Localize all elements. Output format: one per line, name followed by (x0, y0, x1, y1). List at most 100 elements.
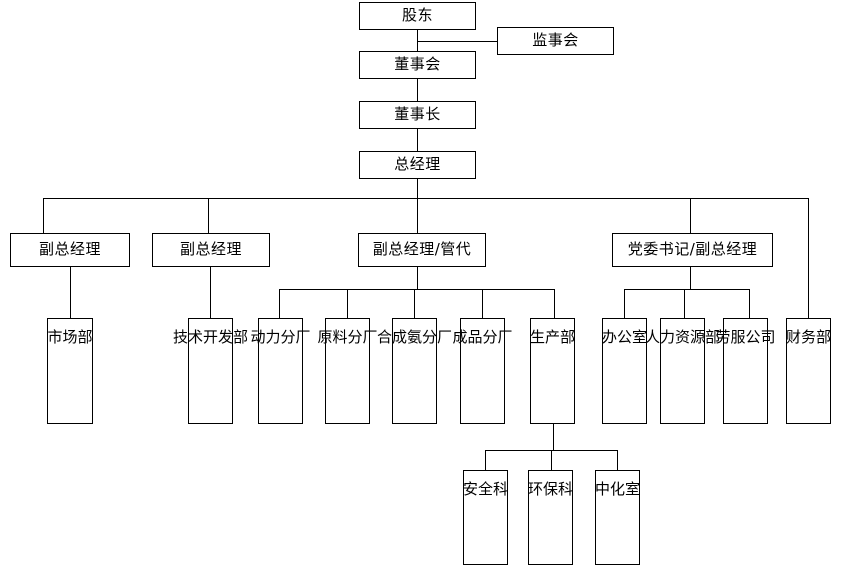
node-synthetic-ammonia-branch-plant[interactable]: 合成氨分厂 (377, 318, 452, 424)
node-label-char: 动 (250, 328, 266, 346)
node-deputy-gm-2[interactable]: 副总经理 (152, 233, 270, 267)
node-production-dept[interactable]: 生产部 (530, 318, 575, 424)
connector-bus-to-power (279, 289, 280, 318)
node-label: 党委书记/副总经理 (627, 240, 758, 259)
connector-deputy1-down (70, 267, 71, 318)
connector-bus-to-labor (749, 289, 750, 318)
node-label-char: 室 (625, 480, 641, 498)
node-label-char: 科 (558, 480, 574, 498)
connector-bus-to-party-secretary (690, 198, 691, 233)
node-tech-development-dept[interactable]: 技术开发部 (173, 318, 248, 424)
node-label-char: 科 (493, 480, 509, 498)
connector-production-down (553, 424, 554, 450)
node-label-char: 服 (730, 328, 746, 346)
connector-bus-to-lab (617, 450, 618, 471)
node-label-char: 化 (610, 480, 626, 498)
node-label-char: 料 (332, 328, 348, 346)
node-label-char: 室 (632, 328, 648, 346)
node-label-char: 发 (218, 328, 234, 346)
connector-shareholders-to-supervisory (417, 41, 497, 42)
node-label-char: 务 (801, 328, 817, 346)
node-label-char: 劳 (715, 328, 731, 346)
connector-gm-to-bus (417, 179, 418, 199)
node-safety-section[interactable]: 安全科 (463, 470, 508, 565)
connector-deputy-rep-bus (279, 289, 555, 290)
connector-board-to-chairman (417, 79, 418, 101)
connector-bus-to-finished (482, 289, 483, 318)
connector-bus-to-environment (551, 450, 552, 471)
connector-bus-to-production (554, 289, 555, 318)
node-shareholders[interactable]: 股东 (359, 2, 476, 30)
node-labor-service-company[interactable]: 劳服公司 (715, 318, 776, 424)
node-label: 董事会 (394, 55, 441, 74)
node-label-char: 术 (187, 328, 203, 346)
node-party-secretary-deputy-gm[interactable]: 党委书记/副总经理 (612, 233, 773, 267)
node-label-char: 财 (785, 328, 801, 346)
node-general-manager[interactable]: 总经理 (359, 151, 476, 179)
node-power-branch-plant[interactable]: 动力分厂 (250, 318, 311, 424)
connector-party-down (690, 267, 691, 289)
node-label-char: 生 (529, 328, 545, 346)
connector-bus-to-office (624, 289, 625, 318)
node-label-char: 部 (560, 328, 576, 346)
node-environment-protection-section[interactable]: 环保科 (528, 470, 573, 565)
node-office[interactable]: 办公室 (602, 318, 647, 424)
node-label-char: 分 (482, 328, 498, 346)
node-label-char: 司 (760, 328, 776, 346)
connector-bus-to-safety (485, 450, 486, 471)
node-label-char: 氨 (407, 328, 423, 346)
node-label-char: 分 (347, 328, 363, 346)
node-label-char: 部 (233, 328, 249, 346)
node-label-char: 保 (543, 480, 559, 498)
node-label-char: 厂 (437, 328, 453, 346)
node-label-char: 中 (594, 480, 610, 498)
node-label-char: 部 (705, 328, 721, 346)
node-label-char: 部 (816, 328, 832, 346)
node-supervisory-board[interactable]: 监事会 (497, 27, 614, 55)
node-label-char: 合 (376, 328, 392, 346)
node-label-char: 品 (467, 328, 483, 346)
node-label-char: 部 (77, 328, 93, 346)
node-label-char: 技 (172, 328, 188, 346)
node-label-char: 市 (47, 328, 63, 346)
node-central-lab[interactable]: 中化室 (595, 470, 640, 565)
connector-bus-to-deputy1 (43, 198, 44, 233)
node-label-char: 分 (422, 328, 438, 346)
connector-bus-to-finance (808, 198, 809, 318)
node-label: 总经理 (394, 155, 441, 174)
node-label-char: 成 (391, 328, 407, 346)
node-label-char: 人 (644, 328, 660, 346)
node-market-dept[interactable]: 市场部 (47, 318, 93, 424)
connector-shareholders-to-board (417, 30, 418, 51)
node-human-resources-dept[interactable]: 人力资源部 (645, 318, 720, 424)
connector-bus-to-raw (347, 289, 348, 318)
connector-level2-bus (43, 198, 809, 199)
node-deputy-gm-1[interactable]: 副总经理 (10, 233, 130, 267)
node-label-char: 厂 (295, 328, 311, 346)
node-finance-dept[interactable]: 财务部 (786, 318, 831, 424)
node-label-char: 场 (62, 328, 78, 346)
connector-bus-to-deputy-rep (417, 198, 418, 233)
node-raw-material-branch-plant[interactable]: 原料分厂 (317, 318, 378, 424)
node-label-char: 办 (601, 328, 617, 346)
node-finished-product-branch-plant[interactable]: 成品分厂 (452, 318, 513, 424)
node-label-char: 厂 (497, 328, 513, 346)
node-label-char: 成 (452, 328, 468, 346)
node-label-char: 公 (745, 328, 761, 346)
connector-bus-to-ammonia (414, 289, 415, 318)
node-label: 监事会 (532, 31, 579, 50)
node-label-char: 资 (675, 328, 691, 346)
connector-bus-to-deputy2 (208, 198, 209, 233)
node-deputy-gm-management-rep[interactable]: 副总经理/管代 (358, 233, 486, 267)
node-label-char: 环 (527, 480, 543, 498)
node-label-char: 产 (545, 328, 561, 346)
node-label-char: 力 (265, 328, 281, 346)
node-label: 副总经理 (38, 240, 101, 259)
node-chairman[interactable]: 董事长 (359, 101, 476, 129)
node-label-char: 公 (617, 328, 633, 346)
node-label-char: 安 (462, 480, 478, 498)
node-board-of-directors[interactable]: 董事会 (359, 51, 476, 79)
node-label: 股东 (401, 6, 433, 25)
connector-bus-to-hr (684, 289, 685, 318)
node-label: 董事长 (394, 105, 441, 124)
